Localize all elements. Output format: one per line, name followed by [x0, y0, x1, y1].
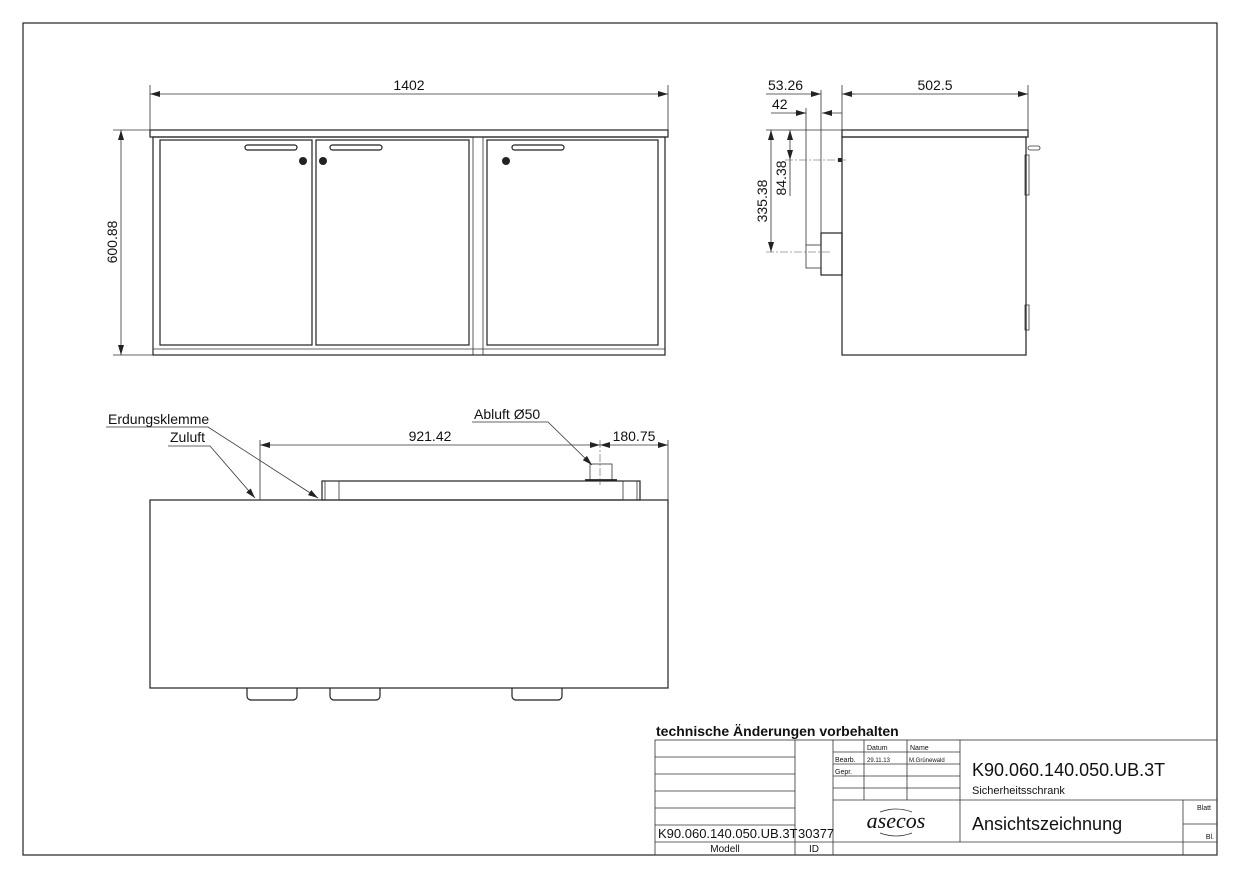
dim-height-2: 84.38	[773, 160, 789, 195]
col-name: Name	[910, 745, 929, 752]
handle-icon	[329, 688, 381, 701]
drawing-number: K90.060.140.050.UB.3T	[972, 760, 1165, 780]
asecos-logo: asecos	[867, 808, 926, 833]
handle-icon	[244, 144, 298, 151]
label-supply-air: Zuluft	[170, 429, 205, 445]
label-exhaust-air: Abluft Ø50	[474, 406, 540, 422]
door-left	[159, 139, 313, 346]
label-grounding: Erdungsklemme	[108, 411, 209, 427]
dim-offset-2: 42	[772, 96, 788, 112]
dim-height-1: 335.38	[754, 179, 770, 222]
top-view: 921.42 180.75 Erdungsklemme Zuluft Abluf…	[106, 406, 669, 701]
handle-icon	[246, 688, 298, 701]
dim-height: 600.88	[104, 220, 120, 263]
row-gepr: Gepr.	[835, 769, 852, 776]
drawing-type: Ansichtszeichnung	[972, 814, 1122, 834]
note: technische Änderungen vorbehalten	[656, 723, 899, 739]
id-value: 30377	[798, 826, 834, 841]
lock-icon	[319, 157, 327, 165]
bl-label: Bl.	[1206, 834, 1214, 841]
side-view: 502.5 53.26 42 335.38 84.38	[754, 77, 1041, 356]
dim-offset-1: 53.26	[768, 77, 803, 93]
front-view: 1402 600.88	[104, 77, 669, 356]
lock-icon	[502, 157, 510, 165]
dim-top-2: 180.75	[613, 428, 656, 444]
blatt-label: Blatt	[1197, 805, 1211, 812]
drawing-border	[22, 22, 1218, 856]
handle-icon	[511, 688, 563, 701]
drawing-subtitle: Sicherheitsschrank	[972, 785, 1065, 797]
door-middle	[315, 139, 470, 346]
row-bearb: Bearb.	[835, 757, 856, 764]
id-label: ID	[809, 844, 819, 855]
title-block: technische Änderungen vorbehalten Datum …	[654, 723, 1218, 856]
col-datum: Datum	[867, 745, 888, 752]
bearb-name: M.Grünewald	[909, 758, 945, 764]
door-right	[486, 139, 659, 346]
handle-icon	[329, 144, 383, 151]
dim-top-1: 921.42	[409, 428, 452, 444]
model-value: K90.060.140.050.UB.3T	[658, 826, 798, 841]
handle-icon	[511, 144, 565, 151]
model-label: Modell	[710, 844, 739, 855]
dim-width: 1402	[393, 77, 424, 93]
lock-icon	[299, 157, 307, 165]
bearb-date: 29.11.13	[867, 758, 891, 764]
dim-depth: 502.5	[917, 77, 952, 93]
